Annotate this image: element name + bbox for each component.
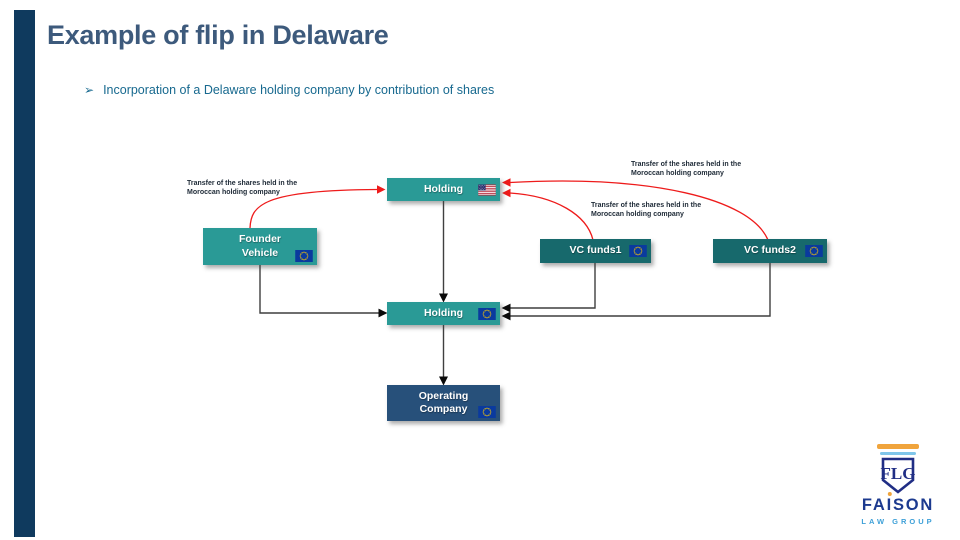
logo-tagline: LAW GROUP [861,516,935,526]
node-operating-company: Operating Company [387,385,500,421]
node-vc-funds2: VC funds2 [713,239,827,263]
wordmark-part: SON [892,496,935,514]
us-flag-icon [478,184,496,195]
eu-flag-icon [478,308,496,320]
gold-i-dot-icon [887,492,892,496]
bullet-arrow-icon: ➢ [84,83,95,97]
node-label: Holding [423,306,464,319]
page-title: Example of flip in Delaware [47,20,389,50]
eu-flag-icon [629,245,647,257]
left-accent-bar [14,10,35,537]
node-label: VC funds2 [744,244,796,257]
bullet-text: Incorporation of a Delaware holding comp… [103,83,495,97]
transfer-label-vc-funds2: Transfer of the shares held in the Moroc… [631,161,742,177]
logo-gold-bar [877,444,919,449]
bullet-line: ➢ Incorporation of a Delaware holding co… [84,83,494,97]
faison-logo-mark: FLG [877,444,919,494]
black-connector-lines [259,201,771,378]
node-holding-moroccan: Holding [387,302,500,325]
node-holding-delaware: Holding [387,178,500,201]
wordmark-part: FA [861,496,887,514]
node-founder-vehicle: Founder Vehicle [203,228,317,265]
node-label: Holding [423,182,464,195]
node-label: VC funds1 [569,244,622,257]
logo-monogram: FLG [881,464,916,483]
eu-flag-icon [478,406,496,418]
wordmark-part: I [886,496,893,514]
eu-flag-icon [805,245,823,257]
eu-flag-icon [295,250,313,262]
node-label: Founder Vehicle [239,233,281,259]
logo-shield-outline [881,457,915,494]
wordmark-i: I [886,492,893,514]
node-label: Operating Company [418,389,469,415]
logo-lightblue-bar [880,452,916,455]
transfer-label-vc-funds1: Transfer of the shares held in the Moroc… [591,202,702,218]
transfer-label-founder: Transfer of the shares held in the Moroc… [187,180,298,196]
node-vc-funds1: VC funds1 [540,239,651,263]
